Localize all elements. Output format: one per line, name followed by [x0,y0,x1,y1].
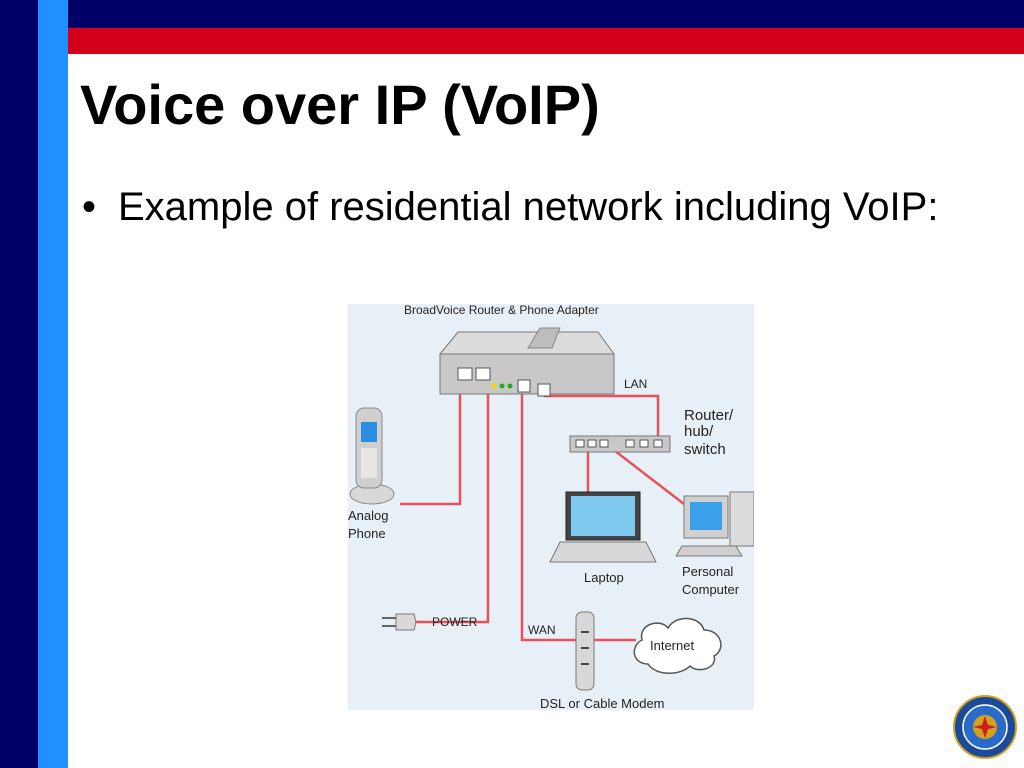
power-label: POWER [432,615,478,629]
bullet-symbol: • [82,185,97,229]
wan-label: WAN [528,623,556,637]
network-diagram: BroadVoice Router & Phone Adapter LAN Ro… [348,304,754,710]
router-hub-label-3: switch [684,441,726,458]
personal-computer-icon [675,491,754,557]
analog-phone-icon [349,407,395,505]
bullet-text: Example of residential network including… [118,185,939,229]
left-navy-bar [0,0,38,768]
university-seal-icon [952,694,1018,760]
top-navy-bar [68,0,1024,28]
power-plug-icon [382,613,417,631]
analog-phone-label-1: Analog [348,508,388,523]
modem-label: DSL or Cable Modem [540,696,665,710]
router-title-label: BroadVoice Router & Phone Adapter [404,304,599,317]
cable-wan [520,384,576,642]
router-hub-label-1: Router/ [684,407,734,424]
cables [400,376,685,642]
bullet-item: • Example of residential network includi… [82,184,962,230]
phone-adapter-device [438,327,615,397]
cable-phone [400,376,462,506]
top-red-bar [0,28,1024,54]
laptop-label: Laptop [584,570,624,585]
pc-label-2: Computer [682,582,740,597]
top-red-bar-left-navy [0,28,38,54]
cable-pc [605,443,685,505]
router-hub-label-2: hub/ [684,423,714,440]
slide-title: Voice over IP (VoIP) [80,73,600,136]
cable-power [416,384,490,624]
modem-icon [575,611,595,691]
lan-label: LAN [624,377,647,391]
cable-lan [544,394,660,436]
internet-cloud-icon [633,617,722,674]
analog-phone-label-2: Phone [348,526,386,541]
pc-label-1: Personal [682,564,733,579]
top-red-bar-left-blue [38,28,68,54]
internet-label: Internet [650,638,694,653]
left-blue-bar [38,0,68,768]
laptop-icon [549,491,657,563]
switch-device [569,435,671,453]
